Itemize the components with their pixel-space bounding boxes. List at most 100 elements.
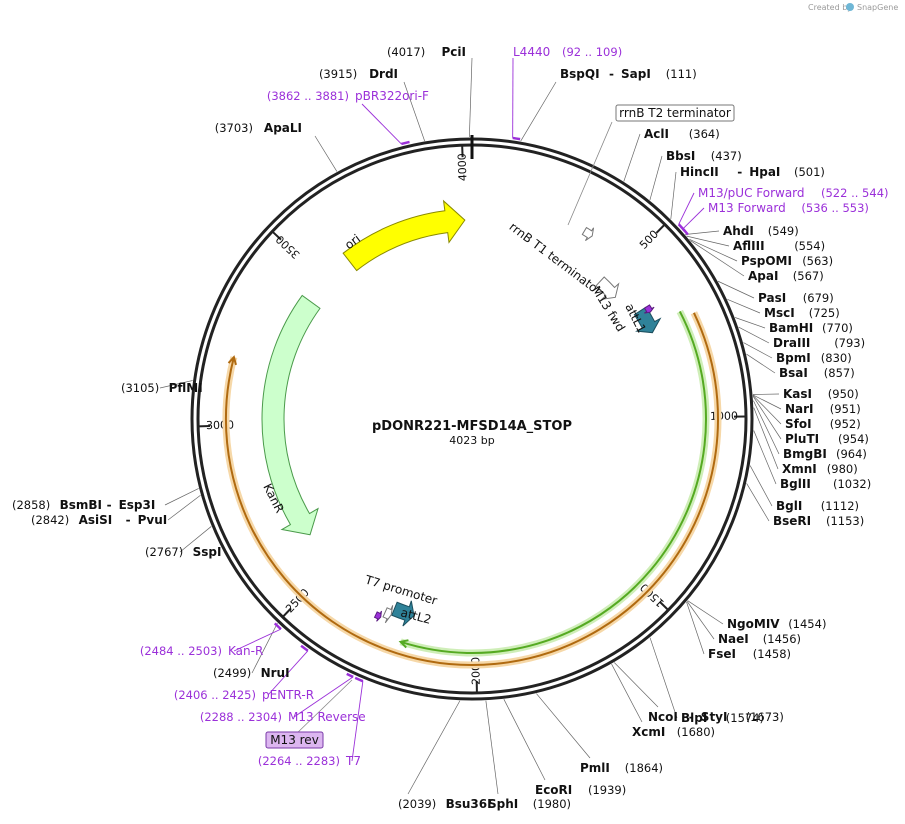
primer-range-kan-r: (2484 .. 2503) <box>140 644 222 658</box>
primer-name-pentr-r: pENTR-R <box>262 688 314 702</box>
enzyme-name-pspomi: PspOMI <box>741 254 792 268</box>
leader-bsu36i <box>407 700 461 795</box>
tick-mark-2500 <box>281 607 292 618</box>
enzyme-site-bglii: BglII(1032) <box>780 477 871 491</box>
enzyme-name-bgli: BglI <box>776 499 802 513</box>
leader-ncoi <box>613 662 659 708</box>
leader-acli <box>623 133 641 182</box>
enzyme-name-pasi: PasI <box>758 291 786 305</box>
enzyme-name-bspqi: BspQI <box>560 67 600 81</box>
primer-leader-m13-forward <box>682 207 705 230</box>
enzyme-name-blpi: BlpI <box>681 711 707 725</box>
enzyme-pos-pflmi: (3105) <box>121 381 159 395</box>
enzyme-name-ecori: EcoRI <box>535 783 572 797</box>
feature-rrnb-t2-terminator <box>581 226 595 242</box>
leader-sphi <box>485 700 499 795</box>
enzyme-site-ahdi: AhdI(549) <box>723 224 799 238</box>
enzyme-site-bsai: BsaI(857) <box>779 366 855 380</box>
leader-pcii <box>469 57 473 138</box>
enzyme-site-nrui: (2499)NruI <box>213 666 290 680</box>
enzyme-pos-kasi: (950) <box>828 387 859 401</box>
enzyme-name-fsei: FseI <box>708 647 736 661</box>
enzyme-name-bpmi: BpmI <box>776 351 811 365</box>
leader-nari <box>752 394 782 410</box>
gene-arc-orange-head <box>227 355 237 366</box>
primer-name-m13-reverse: M13 Reverse <box>288 710 366 724</box>
enzyme-pos-apali: (3703) <box>215 121 253 135</box>
enzyme-name-apali: ApaLI <box>264 121 302 135</box>
primer-range-pbr322ori-f: (3862 .. 3881) <box>267 89 349 103</box>
primer-kan-r: Kan-R (2484 .. 2503) <box>140 644 263 658</box>
primer-m13-forward: M13 Forward(536 .. 553) <box>708 201 869 215</box>
gene-arc-orange-halo <box>222 311 722 669</box>
enzyme-name-nrui: NruI <box>261 666 290 680</box>
enzyme-name-sspi: SspI <box>193 545 222 559</box>
enzyme-site-ngomiv: NgoMIV(1454) <box>727 617 826 631</box>
enzyme-site-fsei: FseI(1458) <box>708 647 791 661</box>
enzyme-site-draiii: DraIII(793) <box>773 336 865 350</box>
features-layer <box>261 199 662 627</box>
enzyme-pos-bmgbi: (964) <box>836 447 867 461</box>
enzyme-pos-bamhi: (770) <box>822 321 853 335</box>
enzyme-pos-xcmi: (1680) <box>677 725 715 739</box>
enzyme-name-msci: MscI <box>764 306 795 320</box>
plasmid-name: pDONR221-MFSD14A_STOP <box>372 419 572 434</box>
enzyme-name-bsai: BsaI <box>779 366 808 380</box>
enzyme-site-nari: NarI(951) <box>785 402 861 416</box>
enzyme-name2-bspqi: SapI <box>621 67 651 81</box>
plasmid-size: 4023 bp <box>449 434 494 447</box>
enzyme-pos-bpmi: (830) <box>821 351 852 365</box>
enzyme-pos-draiii: (793) <box>834 336 865 350</box>
enzyme-site-ecori: EcoRI(1939) <box>535 783 626 797</box>
enzyme-pos-naei: (1456) <box>763 632 801 646</box>
primer-name-kan-r: Kan-R <box>228 644 263 658</box>
enzyme-name-bsu36i: Bsu36I <box>446 797 492 811</box>
leader-pmli <box>536 693 591 759</box>
leader-drdi <box>403 81 425 142</box>
enzyme-sep-bsmbi: - <box>107 498 112 512</box>
primer-m13-puc-forward: M13/pUC Forward(522 .. 544) <box>698 186 889 200</box>
primer-range-t7: (2264 .. 2283) <box>258 754 340 768</box>
enzyme-name-pflmi: PflMI <box>169 381 203 395</box>
enzyme-site-sphi: SphI(1980) <box>488 797 571 811</box>
enzyme-pos-ncoi: (1673) <box>746 710 784 724</box>
primer-leader-pbr322ori-f <box>361 103 402 145</box>
enzyme-pos-bspqi: (111) <box>666 67 697 81</box>
enzyme-site-xmni: XmnI (980) <box>782 462 858 476</box>
primer-leader-pentr-r <box>267 650 309 696</box>
enzyme-pos-bgli: (1112) <box>821 499 859 513</box>
enzyme-sep-asisi: - <box>126 513 131 527</box>
leader-msci <box>727 298 761 314</box>
enzyme-name-nari: NarI <box>785 402 814 416</box>
enzyme-name-sphi: SphI <box>488 797 518 811</box>
enzyme-name2-hincii: HpaI <box>749 165 780 179</box>
leader-nrui <box>251 622 278 674</box>
primer-range-m13-puc-forward: (522 .. 544) <box>821 186 889 200</box>
enzyme-site-bgli: BglI (1112) <box>776 499 859 513</box>
snapgene-logo-icon <box>846 3 854 11</box>
enzyme-site-bamhi: BamHI(770) <box>769 321 853 335</box>
enzyme-pos-xmni: (980) <box>827 462 858 476</box>
enzyme-name-bglii: BglII <box>780 477 811 491</box>
leader-bseri <box>746 483 770 522</box>
enzyme-site-bmgbi: BmgBI(964) <box>783 447 867 461</box>
tick-label-3000: 3000 <box>206 418 234 432</box>
enzyme-name-bseri: BseRI <box>773 514 811 528</box>
enzyme-name-naei: NaeI <box>718 632 749 646</box>
leader-ahdi <box>685 230 720 235</box>
feature-m13-fwd <box>643 304 655 314</box>
enzyme-pos-asisi: (2842) <box>31 513 69 527</box>
enzyme-name-xmni: XmnI <box>782 462 817 476</box>
feature-ori <box>342 199 466 272</box>
enzyme-site-afliii: AflIII(554) <box>733 239 825 253</box>
enzyme-site-apai: ApaI(567) <box>748 269 824 283</box>
credit-text: Created by <box>808 3 852 12</box>
enzyme-name-xcmi: XcmI <box>632 725 665 739</box>
leader-bmgbi <box>753 400 780 455</box>
leader-pspomi <box>689 238 738 262</box>
leader-blpi <box>649 637 678 719</box>
enzyme-site-bseri: BseRI(1153) <box>773 514 864 528</box>
leader-bglii <box>753 430 777 485</box>
leader-bgli <box>749 465 773 507</box>
